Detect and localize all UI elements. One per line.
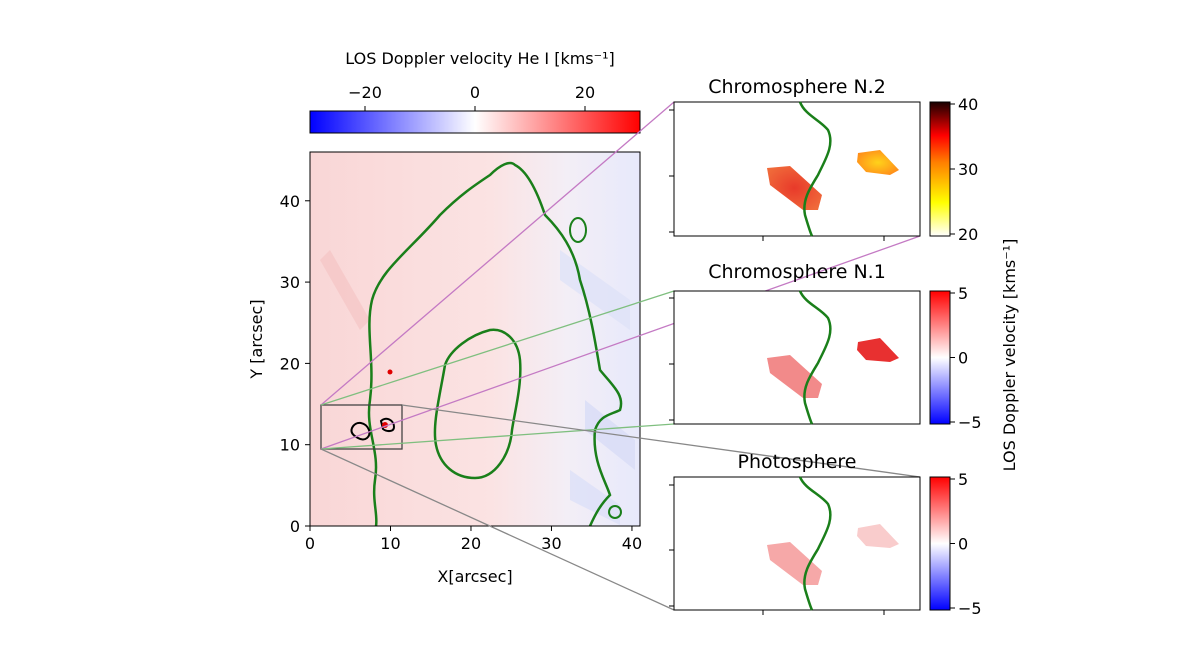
colorbar-tick-label: 5 (958, 470, 968, 489)
main-ylabel: Y [arcsec] (247, 299, 266, 379)
connector-chromo1-top (320, 290, 675, 406)
y-tick-label: 40 (280, 192, 300, 211)
blue-streak (585, 400, 635, 470)
x-tick-label: 0 (305, 534, 315, 553)
connector-lines (320, 101, 921, 611)
main-heatmap-frame (309, 151, 641, 527)
top-colorbar: LOS Doppler velocity He I [kms⁻¹] −20 0 20 (309, 49, 641, 134)
shared-colorbar-label: LOS Doppler velocity [kms⁻¹] (1000, 239, 1019, 472)
main-xlabel: X[arcsec] (437, 567, 512, 586)
colorbar-tick-label: −20 (348, 83, 382, 102)
colorbar-tick-label: 5 (958, 284, 968, 303)
colorbar-tick-label: 40 (958, 95, 978, 114)
colorbar-tick-label: 0 (958, 535, 968, 554)
main-heatmap-field (310, 152, 640, 526)
colorbar-tick-label: 0 (958, 349, 968, 368)
patch-red (767, 542, 822, 585)
x-tick-label: 20 (461, 534, 481, 553)
colorbar-tick-label: 20 (575, 83, 595, 102)
panel-chromosphere-n2: Chromosphere N.2 40 30 20 (669, 76, 978, 244)
x-tick-label: 40 (622, 534, 642, 553)
y-tick-label: 10 (280, 436, 300, 455)
umbra-contour (433, 328, 522, 480)
colorbar-tick-label: 20 (958, 225, 978, 244)
panel-title-chromo1: Chromosphere N.1 (708, 261, 886, 283)
contour-island (569, 217, 587, 243)
panel-chromosphere-n1: Chromosphere N.1 5 0 −5 (669, 261, 982, 432)
black-contour (379, 417, 396, 433)
colorbar-tick-label: −5 (958, 413, 982, 432)
red-streak (320, 250, 370, 330)
connector-photo-bottom (320, 448, 675, 611)
connector-chromo2-bottom (320, 235, 921, 450)
panel-ticks (669, 109, 885, 241)
red-patch (387, 369, 393, 375)
panel-title-photo: Photosphere (738, 451, 857, 473)
connector-photo-top (401, 404, 921, 478)
zoom-box (320, 404, 403, 450)
panel-photosphere: Photosphere 5 0 −5 (669, 451, 982, 618)
colorbar-chromo2 (929, 101, 951, 237)
patch-red (857, 338, 899, 362)
colorbar-tick-label: −5 (958, 599, 982, 618)
patch-red (767, 166, 822, 210)
colorbar-tick-label: 0 (470, 83, 480, 102)
patch-red (857, 524, 899, 548)
main-heatmap: 0 10 20 30 40 0 10 20 30 40 X[arcsec] Y [arcsec] (247, 151, 642, 586)
panel-contour (798, 101, 832, 237)
contour-island (608, 505, 622, 519)
colorbar-photo (929, 476, 951, 611)
penumbra-contour (367, 161, 623, 526)
top-colorbar-label: LOS Doppler velocity He I [kms⁻¹] (345, 49, 614, 68)
patch-red (767, 355, 822, 398)
blue-streak (570, 470, 620, 525)
panel-contour (798, 290, 832, 425)
y-tick-label: 20 (280, 354, 300, 373)
connector-chromo1-bottom (320, 423, 675, 450)
panel-ticks (669, 484, 885, 615)
patch-yellow (857, 150, 899, 175)
x-tick-label: 30 (541, 534, 561, 553)
panel-ticks (669, 297, 674, 421)
y-tick-label: 30 (280, 273, 300, 292)
panel-contour (798, 476, 832, 611)
black-contour (350, 422, 371, 441)
x-tick-label: 10 (380, 534, 400, 553)
colorbar-chromo1 (929, 290, 951, 425)
panel-title-chromo2: Chromosphere N.2 (708, 76, 886, 98)
y-tick-label: 0 (290, 517, 300, 536)
colorbar-tick-label: 30 (958, 160, 978, 179)
connector-chromo2-top (320, 101, 675, 406)
top-colorbar-gradient (309, 110, 641, 134)
